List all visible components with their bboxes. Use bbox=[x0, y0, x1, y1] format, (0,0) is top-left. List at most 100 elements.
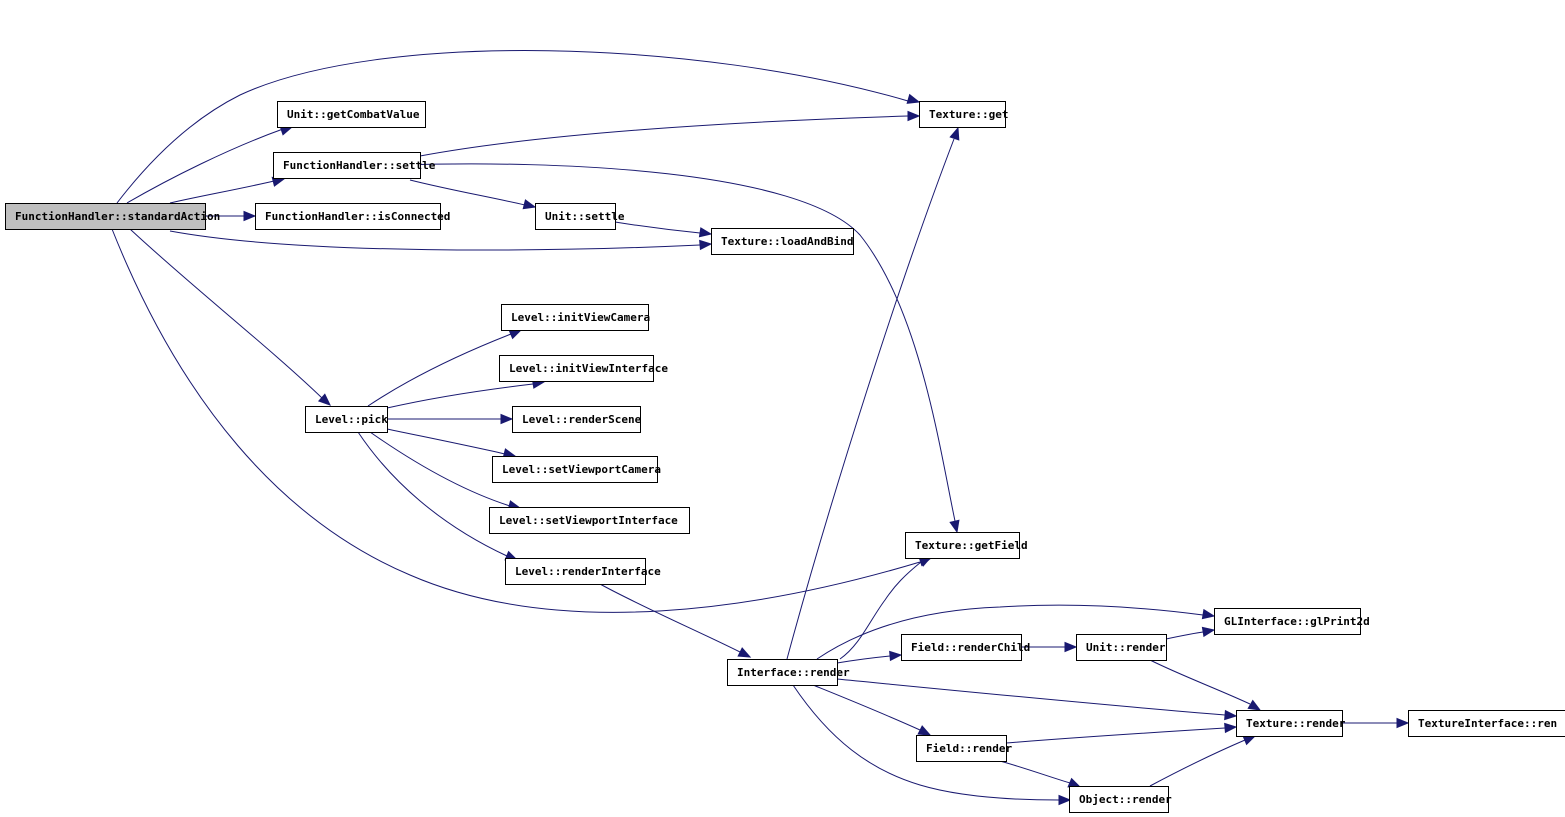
node-renderScene[interactable]: Level::renderScene bbox=[512, 406, 642, 433]
node-renderInterface[interactable]: Level::renderInterface bbox=[505, 558, 662, 585]
node-label: Unit::getCombatValue bbox=[287, 108, 420, 121]
node-setViewportInterface[interactable]: Level::setViewportInterface bbox=[489, 507, 690, 534]
node-texRender[interactable]: Texture::render bbox=[1236, 710, 1346, 737]
edge-line bbox=[357, 431, 508, 557]
node-objRender[interactable]: Object::render bbox=[1069, 786, 1173, 813]
node-unitRender[interactable]: Unit::render bbox=[1076, 634, 1167, 661]
node-standardAction[interactable]: FunctionHandler::standardAction bbox=[5, 203, 221, 230]
edges-layer bbox=[111, 50, 1410, 806]
edge-arrowhead bbox=[317, 393, 331, 406]
edge-unitSettle-to-loadAndBind bbox=[614, 221, 713, 238]
node-initViewCamera[interactable]: Level::initViewCamera bbox=[501, 304, 651, 331]
edge-line bbox=[116, 50, 909, 204]
node-box bbox=[512, 406, 641, 433]
node-label: Level::setViewportCamera bbox=[502, 463, 661, 476]
node-box bbox=[5, 203, 206, 230]
node-fhSettle[interactable]: FunctionHandler::settle bbox=[273, 152, 436, 179]
node-label: Texture::getField bbox=[915, 539, 1028, 552]
node-box bbox=[1408, 710, 1565, 737]
edge-unitRender-to-texRender bbox=[1149, 659, 1262, 711]
edge-arrowhead bbox=[949, 519, 960, 534]
edge-line bbox=[409, 179, 526, 206]
node-label: TextureInterface::ren bbox=[1418, 717, 1557, 730]
edge-standardAction-to-fhSettle bbox=[169, 176, 286, 204]
edge-pick-to-setViewportCamera bbox=[386, 428, 517, 459]
edge-arrowhead bbox=[737, 647, 752, 658]
node-box bbox=[901, 634, 1022, 661]
node-texGet[interactable]: Texture::get bbox=[919, 101, 1009, 128]
edge-ifaceRender-to-objRender bbox=[792, 684, 1072, 806]
edge-line bbox=[1005, 727, 1226, 744]
edge-arrowhead bbox=[1064, 641, 1078, 653]
node-box bbox=[489, 507, 690, 534]
edge-pick-to-initViewCamera bbox=[367, 329, 523, 407]
node-box bbox=[1069, 786, 1169, 813]
edge-arrowhead bbox=[906, 93, 921, 104]
node-getCombatValue[interactable]: Unit::getCombatValue bbox=[277, 101, 426, 128]
node-box bbox=[727, 659, 838, 686]
edge-arrowhead bbox=[522, 199, 537, 210]
node-texIfaceRender[interactable]: TextureInterface::ren bbox=[1408, 710, 1565, 737]
node-label: Texture::render bbox=[1246, 717, 1346, 730]
node-glPrint2d[interactable]: GLInterface::glPrint2d bbox=[1214, 608, 1370, 635]
edge-line bbox=[999, 760, 1071, 784]
edge-line bbox=[614, 221, 701, 234]
edge-arrowhead bbox=[243, 210, 257, 222]
edge-line bbox=[399, 163, 956, 522]
edge-arrowhead bbox=[1224, 709, 1238, 721]
edge-line bbox=[816, 604, 1204, 660]
edge-arrowhead bbox=[500, 413, 514, 425]
node-label: Level::initViewInterface bbox=[509, 362, 668, 375]
edge-line bbox=[111, 228, 921, 613]
node-initViewInterface[interactable]: Level::initViewInterface bbox=[499, 355, 669, 382]
node-label: Level::renderInterface bbox=[515, 565, 661, 578]
node-loadAndBind[interactable]: Texture::loadAndBind bbox=[711, 228, 854, 255]
node-isConnected[interactable]: FunctionHandler::isConnected bbox=[255, 203, 451, 230]
edge-line bbox=[812, 684, 921, 731]
node-renderChild[interactable]: Field::renderChild bbox=[901, 634, 1031, 661]
node-label: Texture::get bbox=[929, 108, 1008, 121]
node-box bbox=[711, 228, 854, 255]
node-label: Field::render bbox=[926, 742, 1012, 755]
node-getField[interactable]: Texture::getField bbox=[905, 532, 1028, 559]
edge-arrowhead bbox=[1242, 735, 1257, 746]
edge-line bbox=[786, 138, 955, 660]
node-box bbox=[905, 532, 1020, 559]
node-box bbox=[1236, 710, 1343, 737]
node-box bbox=[499, 355, 654, 382]
edge-ifaceRender-to-fieldRender bbox=[812, 684, 932, 736]
node-unitSettle[interactable]: Unit::settle bbox=[535, 203, 625, 230]
node-box bbox=[277, 101, 426, 128]
node-box bbox=[255, 203, 441, 230]
node-box bbox=[305, 406, 388, 433]
edge-line bbox=[386, 428, 506, 455]
edge-arrowhead bbox=[1201, 626, 1216, 638]
node-pick[interactable]: Level::pick bbox=[305, 406, 389, 433]
node-box bbox=[273, 152, 421, 179]
nodes-layer: FunctionHandler::standardAction Unit::get… bbox=[5, 101, 1565, 813]
node-label: Object::render bbox=[1079, 793, 1172, 806]
edge-standardAction-to-texGet bbox=[116, 50, 921, 204]
node-box bbox=[1076, 634, 1167, 661]
edge-line bbox=[1149, 659, 1251, 705]
node-box bbox=[492, 456, 658, 483]
edge-arrowhead bbox=[1201, 608, 1216, 620]
edge-line bbox=[836, 678, 1226, 716]
edge-line bbox=[1165, 631, 1204, 640]
edge-ifaceRender-to-texRender bbox=[836, 678, 1238, 721]
node-fieldRender[interactable]: Field::render bbox=[916, 735, 1013, 762]
node-label: Level::setViewportInterface bbox=[499, 514, 678, 527]
edge-arrowhead bbox=[1396, 717, 1410, 729]
node-ifaceRender[interactable]: Interface::render bbox=[727, 659, 850, 686]
node-setViewportCamera[interactable]: Level::setViewportCamera bbox=[492, 456, 661, 483]
edge-standardAction-to-isConnected bbox=[205, 210, 257, 222]
edge-line bbox=[369, 431, 511, 507]
edge-line bbox=[792, 684, 1060, 801]
edge-arrowhead bbox=[698, 227, 713, 238]
edge-arrowhead bbox=[907, 110, 921, 122]
edge-arrowhead bbox=[1058, 794, 1072, 806]
edge-standardAction-to-loadAndBind bbox=[169, 230, 713, 251]
edge-line bbox=[836, 655, 891, 664]
node-label: Level::pick bbox=[315, 413, 388, 426]
